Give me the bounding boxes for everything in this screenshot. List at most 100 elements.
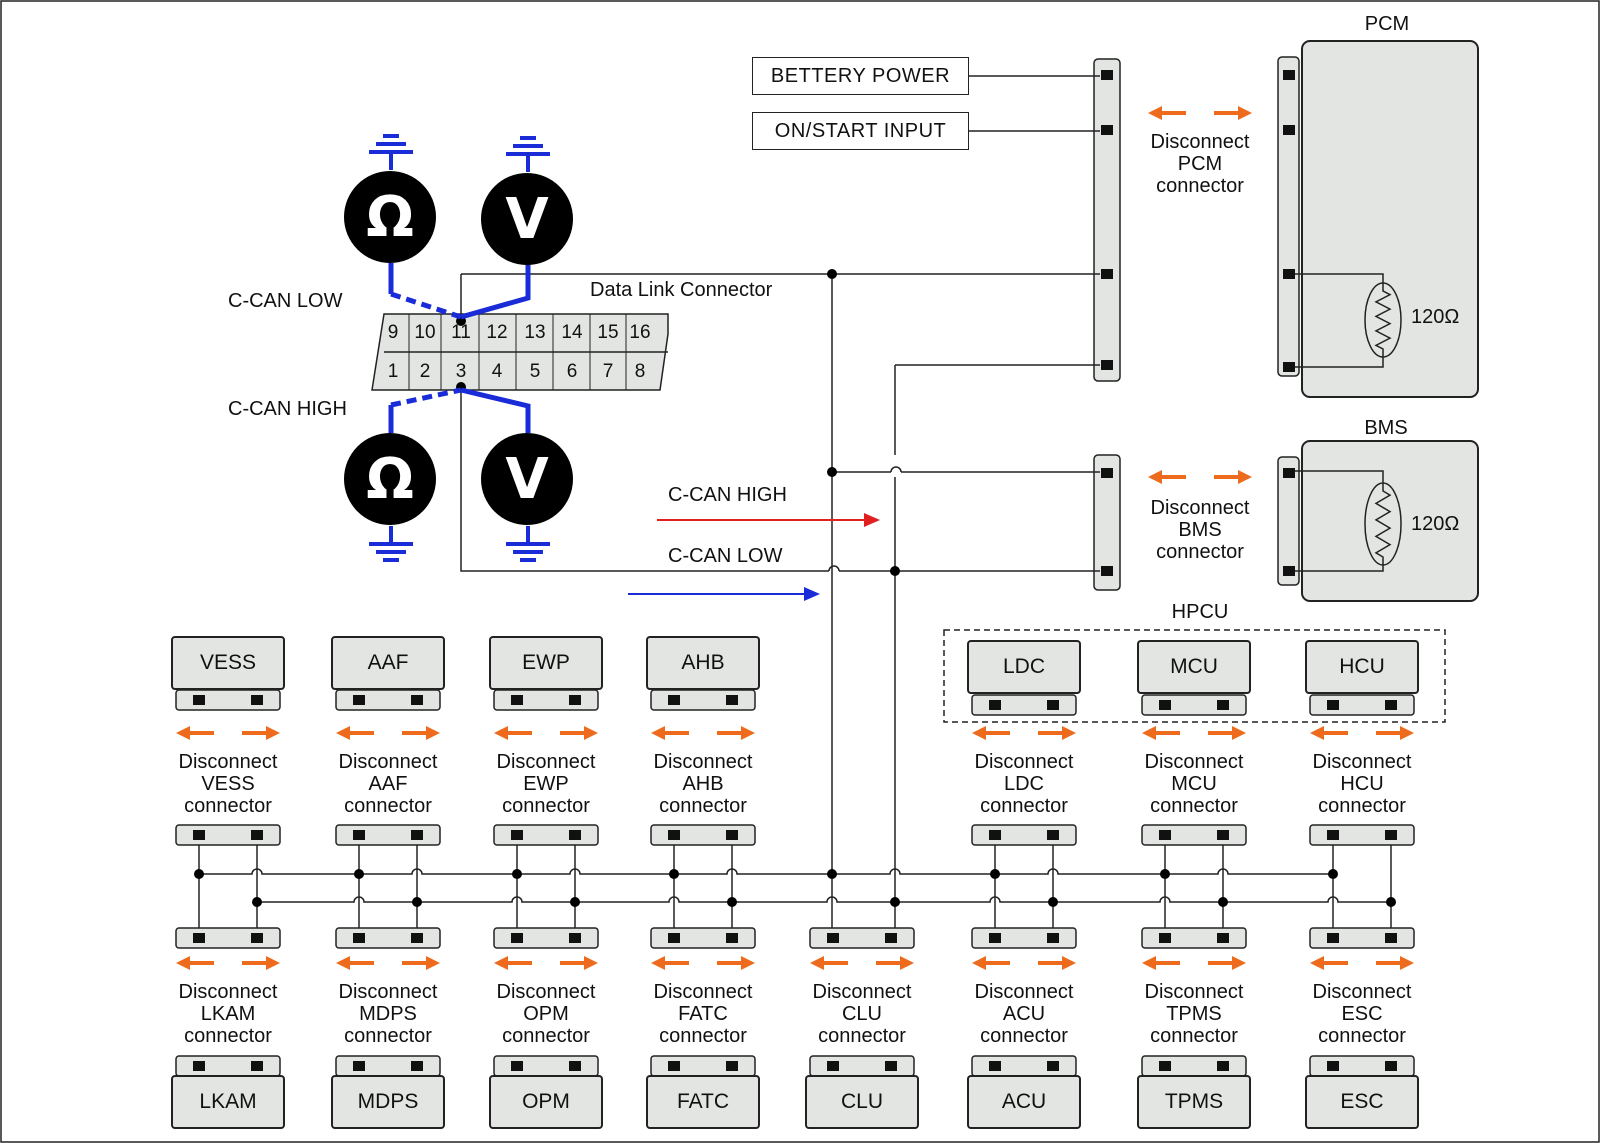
pcm-res-wire-top: [1295, 273, 1384, 283]
connector-pin: [668, 695, 680, 705]
junction-dot: [727, 897, 737, 907]
connector-pin: [885, 933, 897, 943]
junction-dot: [354, 869, 364, 879]
connector-pin: [668, 933, 680, 943]
connector-pin: [251, 1061, 263, 1071]
junction-dot: [827, 467, 837, 477]
module-aaf: AAF: [331, 636, 445, 690]
disconnect-arrowhead: [651, 956, 665, 970]
module-pigtail: [1309, 1055, 1415, 1077]
connector-pin: [1217, 830, 1229, 840]
probe-ohm-low-dashed: [390, 291, 462, 320]
dlc-pin-6: 6: [566, 361, 578, 382]
module-pigtail: [335, 1055, 441, 1077]
legend-can-low-label: C-CAN LOW: [668, 545, 783, 567]
module-pigtail: [650, 1055, 756, 1077]
module-ahb: AHB: [646, 636, 760, 690]
module-lkam: LKAM: [171, 1075, 285, 1129]
connector-pin: [193, 695, 205, 705]
disconnect-arrowhead: [584, 726, 598, 740]
connector-pin: [1385, 933, 1397, 943]
connector-pin: [726, 933, 738, 943]
connector-pin: [511, 1061, 523, 1071]
connector-pin: [411, 933, 423, 943]
disconnect-arrowhead: [1238, 106, 1252, 120]
legend-can-high-label: C-CAN HIGH: [668, 484, 787, 506]
bms-res-wire-bot: [1295, 565, 1384, 572]
connector-pin: [353, 695, 365, 705]
lower-harness-connector: [809, 927, 915, 949]
connector-pin: [668, 830, 680, 840]
connector-pin: [1327, 830, 1339, 840]
module-pigtail: [493, 1055, 599, 1077]
disconnect-arrowhead: [1232, 956, 1246, 970]
bms-harness-connector: [1093, 454, 1121, 591]
junction-dot: [512, 869, 522, 879]
disconnect-arrowhead: [494, 726, 508, 740]
probe-volt-high: [460, 387, 531, 433]
disconnect-arrowhead: [1232, 726, 1246, 740]
harness-pin: [1101, 70, 1113, 80]
dlc-pin-2: 2: [419, 361, 431, 382]
connector-pin: [1159, 830, 1171, 840]
bms-pin: [1283, 468, 1295, 478]
junction-dot: [1386, 897, 1396, 907]
connector-pin: [1217, 700, 1229, 710]
harness-pin: [1101, 360, 1113, 370]
junction-dot: [1218, 897, 1228, 907]
connector-pin: [1159, 700, 1171, 710]
pcm-resistor-value: 120Ω: [1411, 306, 1460, 328]
lower-harness-connector: [1309, 927, 1415, 949]
disconnect-arrowhead: [426, 956, 440, 970]
connector-pin: [193, 1061, 205, 1071]
disconnect-arrowhead: [336, 726, 350, 740]
pcm-connector: [1277, 56, 1300, 377]
pcm-pin: [1283, 70, 1295, 80]
junction-dot: [827, 269, 837, 279]
junction-dot: [1160, 869, 1170, 879]
module-pigtail: [335, 689, 441, 711]
connector-pin: [411, 830, 423, 840]
disconnect-arrowhead: [972, 726, 986, 740]
module-pigtail: [175, 689, 281, 711]
connector-pin: [251, 933, 263, 943]
connector-pin: [1217, 1061, 1229, 1071]
junction-dot: [890, 566, 900, 576]
disconnect-arrowhead: [584, 956, 598, 970]
upper-harness-connector: [650, 824, 756, 846]
module-acu: ACU: [967, 1075, 1081, 1129]
lower-harness-connector: [335, 927, 441, 949]
bms-box: [1301, 440, 1479, 602]
connector-pin: [353, 1061, 365, 1071]
junction-dot: [669, 869, 679, 879]
dlc-pin-10: 10: [414, 322, 436, 343]
c-can-low-label: C-CAN LOW: [228, 290, 343, 312]
disconnect-arrowhead: [266, 956, 280, 970]
module-opm: OPM: [489, 1075, 603, 1129]
connector-pin: [1047, 830, 1059, 840]
dlc-pin-1: 1: [387, 361, 399, 382]
harness-pin: [1101, 125, 1113, 135]
ohmmeter-low-icon: Ω: [344, 171, 436, 263]
connector-pin: [989, 933, 1001, 943]
disconnect-arrowhead: [1062, 726, 1076, 740]
connector-pin: [569, 1061, 581, 1071]
connector-pin: [353, 933, 365, 943]
module-pigtail: [1141, 694, 1247, 716]
pcm-pin: [1283, 269, 1295, 279]
connector-pin: [1327, 1061, 1339, 1071]
c-can-high-label: C-CAN HIGH: [228, 398, 347, 420]
bms-resistor-zigzag: [1374, 483, 1392, 565]
disconnect-arrowhead: [741, 956, 755, 970]
connector-pin: [411, 695, 423, 705]
